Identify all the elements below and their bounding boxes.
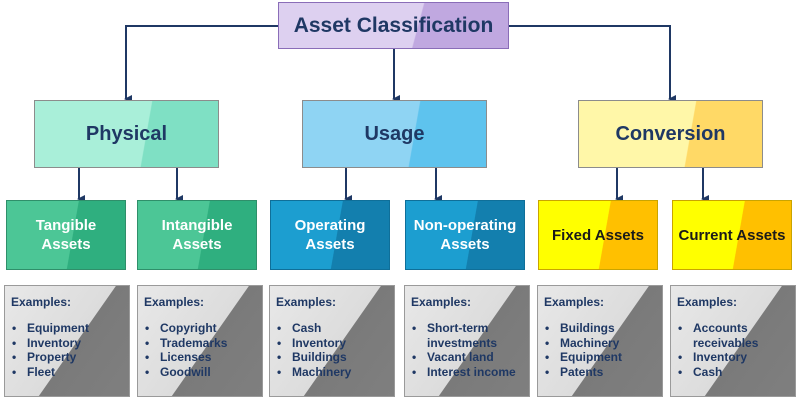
category-usage: Usage xyxy=(302,100,487,168)
node-label-line: Tangible xyxy=(35,217,97,234)
node-current-assets: Current Assets xyxy=(672,200,792,270)
examples-list: Short-term investments Vacant land Inter… xyxy=(411,321,523,379)
examples-list: Buildings Machinery Equipment Patents xyxy=(544,321,656,379)
examples-title: Examples: xyxy=(276,295,337,309)
connector-root-conversion xyxy=(509,25,676,103)
node-label-line: Operating xyxy=(294,217,366,234)
list-item: Patents xyxy=(544,365,656,380)
list-item: Property xyxy=(11,350,123,365)
node-label-line: Current Assets xyxy=(678,226,786,244)
list-item: Inventory xyxy=(11,336,123,351)
list-item: Buildings xyxy=(276,350,388,365)
category-label: Physical xyxy=(85,122,168,145)
root-label: Asset Classification xyxy=(293,13,494,37)
list-item: Trademarks xyxy=(144,336,256,351)
examples-title: Examples: xyxy=(144,295,205,309)
list-item: Interest income xyxy=(411,365,523,380)
examples-title: Examples: xyxy=(11,295,72,309)
node-tangible-assets: Tangible Assets xyxy=(6,200,126,270)
list-item: Copyright xyxy=(144,321,256,336)
examples-title: Examples: xyxy=(411,295,472,309)
node-label-line: Fixed Assets xyxy=(552,226,644,244)
node-intangible-assets: Intangible Assets xyxy=(137,200,257,270)
examples-list: Cash Inventory Buildings Machinery xyxy=(276,321,388,379)
node-fixed-assets: Fixed Assets xyxy=(538,200,658,270)
category-label: Conversion xyxy=(615,122,726,145)
node-label-line: Assets xyxy=(172,236,222,253)
connector-root-physical xyxy=(124,25,278,103)
list-item: Equipment xyxy=(544,350,656,365)
list-item: Equipment xyxy=(11,321,123,336)
list-item: Cash xyxy=(276,321,388,336)
list-item: Inventory xyxy=(276,336,388,351)
node-operating-assets: Operating Assets xyxy=(270,200,390,270)
examples-list: Equipment Inventory Property Fleet xyxy=(11,321,123,379)
list-item: Fleet xyxy=(11,365,123,380)
examples-current: Examples: Accounts receivables Inventory… xyxy=(670,285,796,397)
list-item: Licenses xyxy=(144,350,256,365)
examples-title: Examples: xyxy=(677,295,738,309)
list-item: Inventory xyxy=(677,350,789,365)
category-label: Usage xyxy=(364,122,425,145)
examples-nonoperating: Examples: Short-term investments Vacant … xyxy=(404,285,530,397)
node-label-line: Assets xyxy=(305,236,355,253)
root-node: Asset Classification xyxy=(278,2,509,49)
list-item: Goodwill xyxy=(144,365,256,380)
list-item: Vacant land xyxy=(411,350,523,365)
category-conversion: Conversion xyxy=(578,100,763,168)
examples-list: Accounts receivables Inventory Cash xyxy=(677,321,789,379)
node-label-line: Assets xyxy=(440,236,490,253)
category-physical: Physical xyxy=(34,100,219,168)
examples-intangible: Examples: Copyright Trademarks Licenses … xyxy=(137,285,263,397)
list-item: Cash xyxy=(677,365,789,380)
list-item: Machinery xyxy=(544,336,656,351)
list-item: Buildings xyxy=(544,321,656,336)
list-item: Short-term investments xyxy=(411,321,523,350)
node-label-line: Non-operating xyxy=(413,217,517,234)
list-item: Machinery xyxy=(276,365,388,380)
node-label-line: Intangible xyxy=(161,217,233,234)
node-nonoperating-assets: Non-operating Assets xyxy=(405,200,525,270)
examples-title: Examples: xyxy=(544,295,605,309)
examples-tangible: Examples: Equipment Inventory Property F… xyxy=(4,285,130,397)
examples-operating: Examples: Cash Inventory Buildings Machi… xyxy=(269,285,395,397)
node-label-line: Assets xyxy=(41,236,91,253)
examples-list: Copyright Trademarks Licenses Goodwill xyxy=(144,321,256,379)
examples-fixed: Examples: Buildings Machinery Equipment … xyxy=(537,285,663,397)
list-item: Accounts receivables xyxy=(677,321,789,350)
